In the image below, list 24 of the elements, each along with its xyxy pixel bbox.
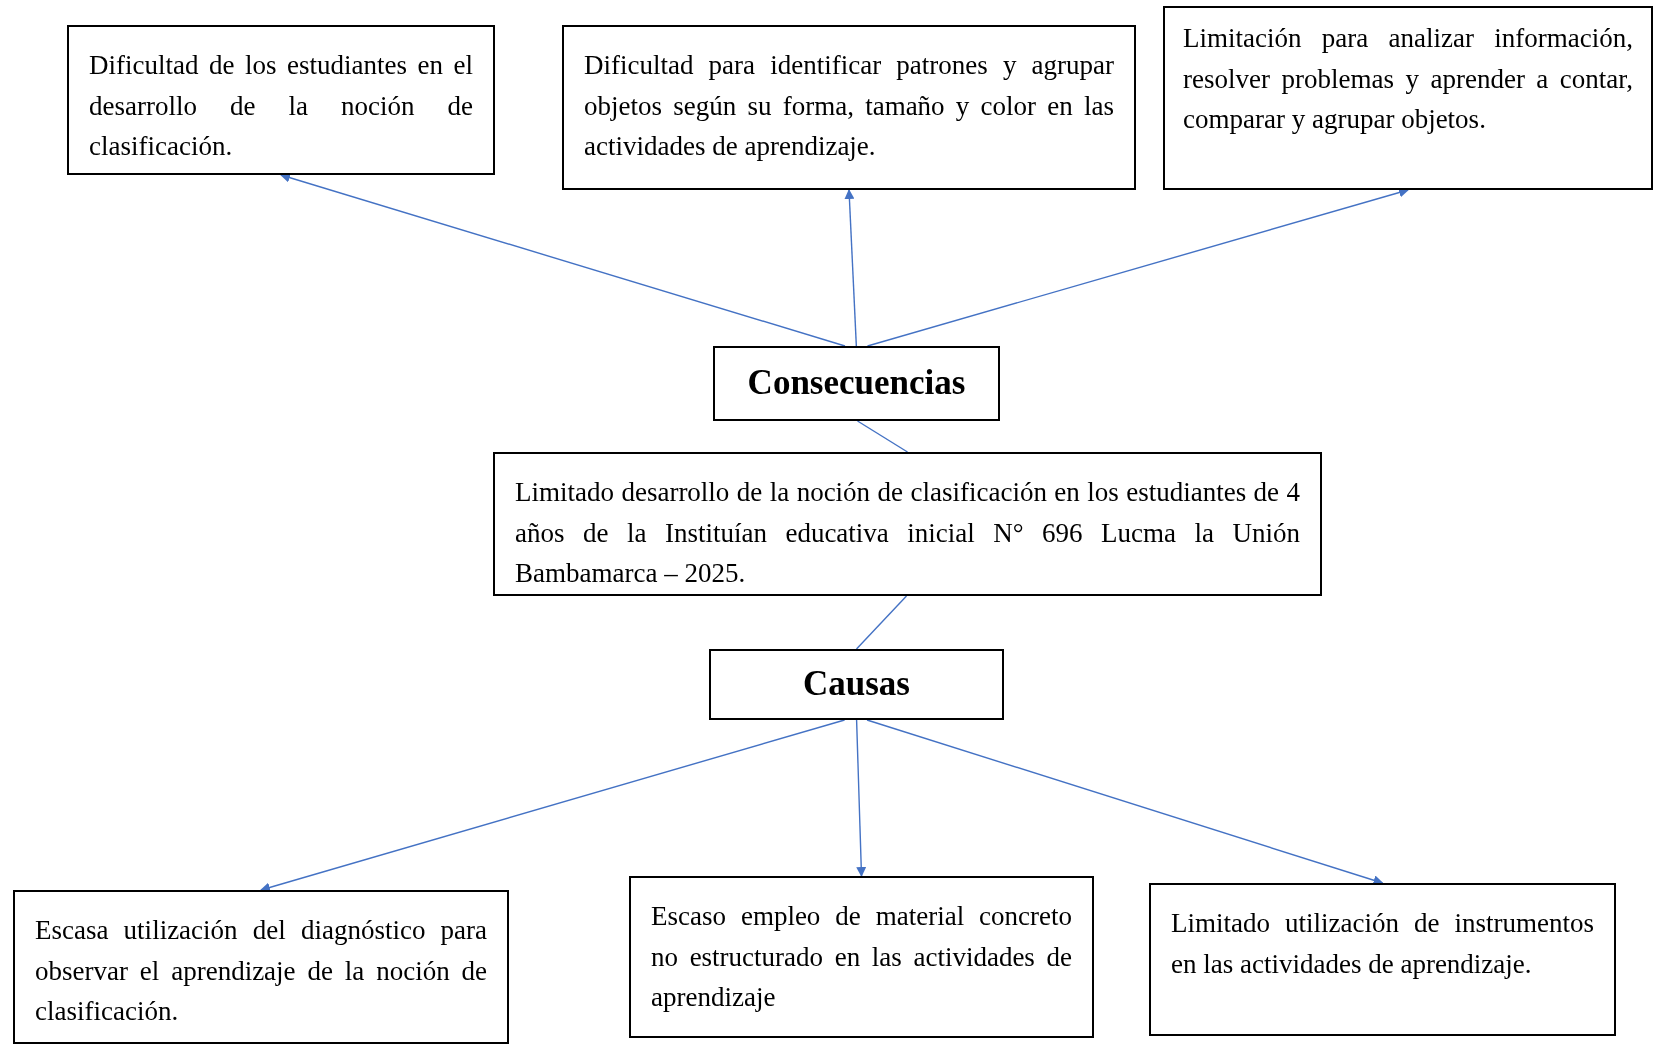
heading-text: Causas [803, 663, 910, 706]
text-box [1163, 6, 1653, 190]
text-box [493, 452, 1322, 596]
text-box [562, 25, 1136, 190]
heading-text: Consecuencias [747, 362, 966, 405]
box-text: Limitado desarrollo de la noción de clasificación en los estudiantes de 4 años de la Instituían educativa inicial N° 696 Lucma la Unión Bambamarca – 2025. [515, 476, 1300, 590]
text-box [13, 890, 509, 1044]
arrow [855, 719, 867, 877]
text-box [1149, 883, 1616, 1036]
heading-box [713, 346, 1000, 421]
arrow [866, 719, 1384, 886]
arrow [844, 189, 858, 347]
arrow [260, 719, 846, 893]
text-box [629, 876, 1094, 1038]
connector-line [856, 420, 909, 453]
box-text: Escasa utilización del diagnóstico para observar el aprendizaje de la noción de clasificación. [35, 914, 487, 1028]
box-text: Limitado utilización de instrumentos en las actividades de aprendizaje. [1171, 907, 1594, 981]
connector-line [855, 595, 908, 650]
box-text: Dificultad de los estudiantes en el desarrollo de la noción de clasificación. [89, 49, 473, 163]
text-box [67, 25, 495, 175]
heading-box [709, 649, 1004, 720]
box-text: Escaso empleo de material concreto no estructurado en las actividades de aprendizaje [651, 900, 1072, 1014]
box-text: Dificultad para identificar patrones y agrupar objetos según su forma, tamaño y color en las actividades de aprendizaje. [584, 49, 1114, 163]
box-text: Limitación para analizar información, resolver problemas y aprender a contar, comparar y agrupar objetos. [1183, 22, 1633, 136]
